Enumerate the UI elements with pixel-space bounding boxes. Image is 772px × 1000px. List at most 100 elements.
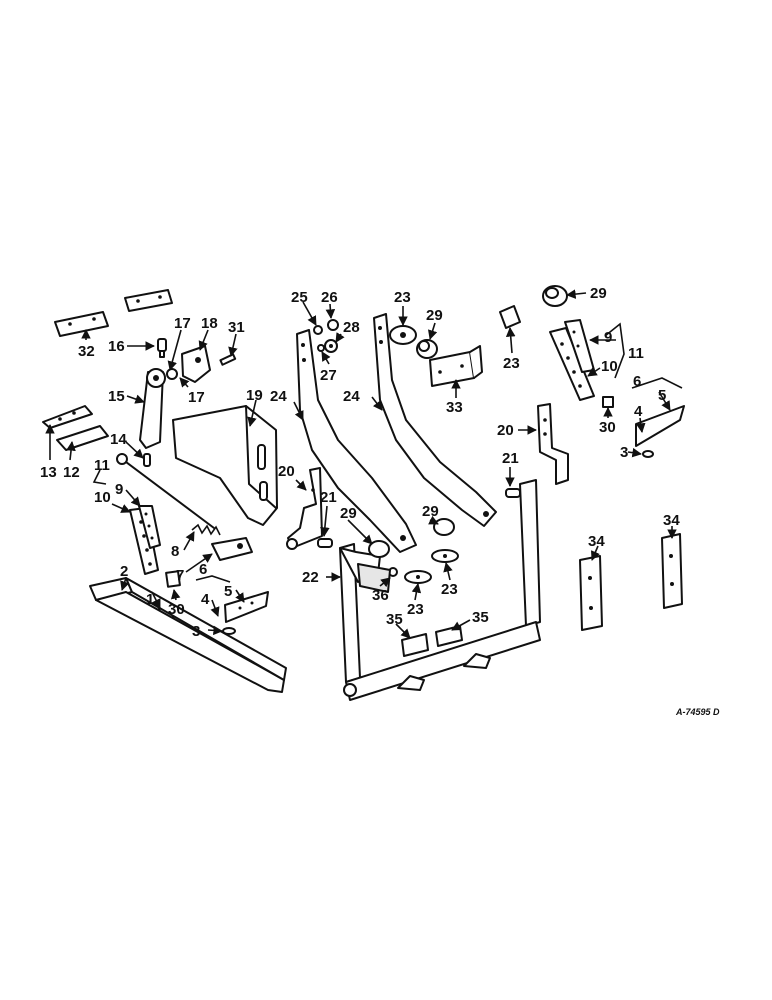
frame-part-22 bbox=[339, 479, 541, 701]
clevis-part-7 bbox=[211, 537, 253, 561]
callout-24-right: 24 bbox=[343, 388, 360, 405]
gasket-part-23-middle-right bbox=[431, 549, 459, 563]
callout-15: 15 bbox=[108, 388, 125, 405]
casting-part-23-top-right bbox=[499, 305, 521, 329]
callout-1: 1 bbox=[146, 591, 154, 608]
shield-part-19 bbox=[172, 405, 278, 526]
callout-29-middle-right: 29 bbox=[422, 503, 439, 520]
shovel-point-part-5-right bbox=[635, 405, 685, 447]
plate-part-30-left bbox=[165, 570, 181, 588]
bushing-part-29-middle-left bbox=[368, 540, 390, 558]
shovel-point-part-5-left bbox=[224, 591, 269, 623]
callout-11-right: 11 bbox=[628, 345, 644, 362]
callout-33: 33 bbox=[446, 399, 463, 416]
callout-8: 8 bbox=[171, 543, 179, 560]
callout-6-right: 6 bbox=[633, 373, 641, 390]
callout-21-right: 21 bbox=[502, 450, 519, 467]
callout-20-right: 20 bbox=[497, 422, 514, 439]
plate-part-30-right bbox=[602, 396, 614, 408]
pin-part-14 bbox=[143, 453, 151, 467]
callout-29-top: 29 bbox=[426, 307, 443, 324]
callout-9-right: 9 bbox=[604, 329, 612, 346]
callout-32: 32 bbox=[78, 343, 95, 360]
callout-23-top-right: 23 bbox=[503, 355, 520, 372]
hardware-parts-25-28 bbox=[313, 319, 339, 353]
curved-standard-part-24-right bbox=[373, 313, 497, 527]
bracket-part-20-left bbox=[286, 467, 323, 550]
plate-part-34-left bbox=[579, 555, 603, 631]
bolt-part-16 bbox=[157, 338, 167, 358]
callout-23-middle-left: 23 bbox=[407, 601, 424, 618]
callout-28: 28 bbox=[343, 319, 360, 336]
callout-labels: 32 16 17 18 31 17 15 19 13 12 14 11 10 9… bbox=[40, 285, 680, 640]
callout-9-left: 9 bbox=[115, 481, 123, 498]
bushing-part-29-top bbox=[416, 339, 438, 359]
spring-part-8 bbox=[191, 523, 221, 536]
bushing-part-29-top-right bbox=[542, 285, 568, 307]
callout-2: 2 bbox=[120, 563, 128, 580]
callout-31: 31 bbox=[228, 319, 245, 336]
pin-part-21-right bbox=[505, 488, 521, 498]
gasket-part-23-middle-left bbox=[404, 570, 432, 584]
callout-10-right: 10 bbox=[601, 358, 618, 375]
callout-19: 19 bbox=[246, 387, 263, 404]
clip-part-35-left bbox=[401, 633, 429, 657]
callout-14: 14 bbox=[110, 431, 127, 448]
plate-part-13 bbox=[42, 405, 93, 429]
drawing-number: A-74595 D bbox=[675, 707, 720, 717]
bracket-part-18 bbox=[166, 345, 211, 383]
bolt-part-3-right bbox=[642, 450, 654, 458]
callout-16: 16 bbox=[108, 338, 125, 355]
callout-30-right: 30 bbox=[599, 419, 616, 436]
callout-27: 27 bbox=[320, 367, 337, 384]
pin-part-21-left bbox=[317, 538, 333, 548]
callout-21-left: 21 bbox=[320, 489, 337, 506]
callout-24-left: 24 bbox=[270, 388, 287, 405]
parts-artwork bbox=[42, 285, 685, 701]
pin-part-31 bbox=[219, 353, 237, 366]
plate-part-34-right bbox=[661, 533, 683, 609]
callout-29-top-right: 29 bbox=[590, 285, 607, 302]
shovel-plate-part-9 bbox=[138, 505, 161, 549]
callout-26: 26 bbox=[321, 289, 338, 306]
callout-23-top: 23 bbox=[394, 289, 411, 306]
curved-standard-part-24-left bbox=[296, 329, 417, 553]
callout-6-left: 6 bbox=[199, 561, 207, 578]
callout-17-top: 17 bbox=[174, 315, 191, 332]
callout-7: 7 bbox=[176, 567, 184, 584]
callout-11-left: 11 bbox=[94, 457, 110, 474]
callout-25: 25 bbox=[291, 289, 308, 306]
gasket-part-23-top bbox=[389, 325, 417, 345]
leader-lines bbox=[45, 289, 683, 639]
bracket-part-20-right bbox=[537, 403, 569, 485]
bolt-part-3-left bbox=[222, 627, 236, 635]
callout-12: 12 bbox=[63, 464, 80, 481]
callout-23-middle-right: 23 bbox=[441, 581, 458, 598]
callout-17-bottom: 17 bbox=[188, 389, 205, 406]
callout-34-left: 34 bbox=[588, 533, 605, 550]
callout-34-right: 34 bbox=[663, 512, 680, 529]
clip-part-35-right bbox=[435, 625, 463, 647]
callout-5-left: 5 bbox=[224, 583, 232, 600]
callout-20-left: 20 bbox=[278, 463, 295, 480]
callout-10-left: 10 bbox=[94, 489, 111, 506]
rod-part-11 bbox=[116, 453, 215, 529]
callout-4-right: 4 bbox=[634, 403, 643, 420]
callout-18: 18 bbox=[201, 315, 218, 332]
shovel-plate-part-10 bbox=[129, 507, 159, 575]
callout-5-right: 5 bbox=[658, 387, 666, 404]
bracket-part-33 bbox=[429, 345, 483, 387]
plate-part-32 bbox=[54, 289, 173, 337]
callout-29-middle-left: 29 bbox=[340, 505, 357, 522]
callout-30-left: 30 bbox=[168, 601, 185, 618]
bushing-part-29-middle-right bbox=[433, 518, 455, 536]
shovel-plate-part-10-right bbox=[549, 327, 595, 401]
callout-13: 13 bbox=[40, 464, 57, 481]
callout-36: 36 bbox=[372, 587, 389, 604]
callout-35-right: 35 bbox=[472, 609, 489, 626]
callout-4-left: 4 bbox=[201, 591, 210, 608]
callout-3-right: 3 bbox=[620, 444, 628, 461]
plate-part-12 bbox=[56, 425, 109, 451]
callout-22: 22 bbox=[302, 569, 319, 586]
